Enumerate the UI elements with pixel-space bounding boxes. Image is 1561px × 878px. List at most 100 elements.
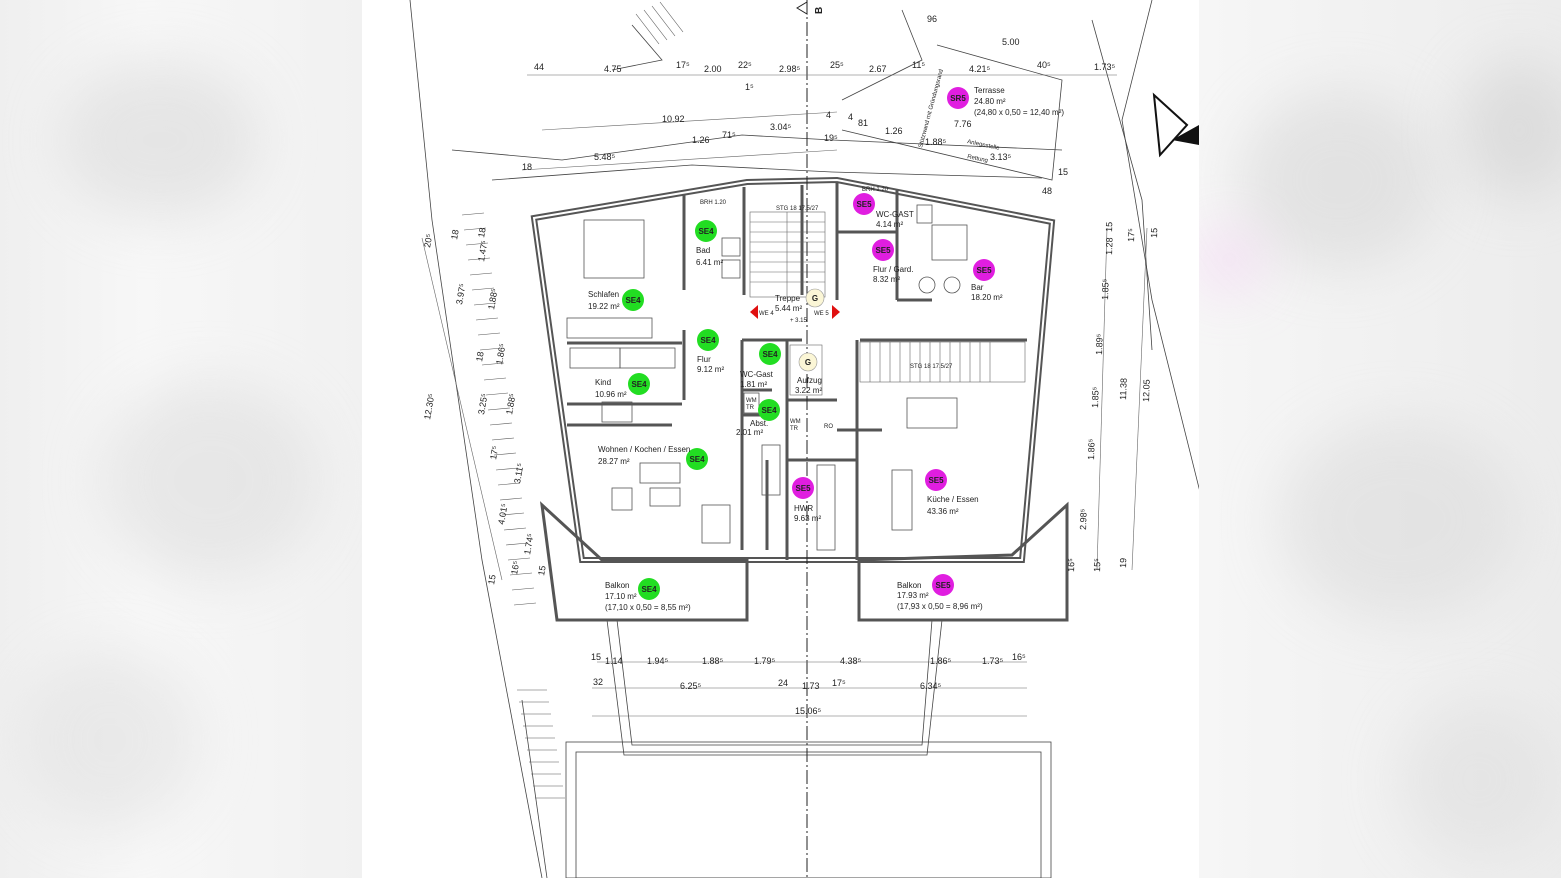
room-flur-gard[interactable]: SE5 Flur / Gard. 8.32 m² xyxy=(872,239,913,284)
room-schlafen[interactable]: SE4 Schlafen 19.22 m² xyxy=(588,289,644,311)
rooms: SE4 Schlafen 19.22 m² SE4 Bad 6.41 m² SE… xyxy=(588,86,1064,612)
room-flur-we4[interactable]: SE4 Flur 9.12 m² xyxy=(697,329,724,374)
dim-bottom: 1.94⁵ xyxy=(647,656,669,666)
dim-top: 3.04⁵ xyxy=(770,122,792,132)
room-area: 28.27 m² xyxy=(598,457,630,466)
dimensions-bottom: 15 1.14 1.94⁵ 1.88⁵ 1.79⁵ 4.38⁵ 1.86⁵ 1.… xyxy=(591,652,1026,716)
room-aufzug[interactable]: G Aufzug 3.22 m² xyxy=(795,352,822,395)
room-balkon-we5[interactable]: SE5 Balkon 17.93 m² (17,93 x 0,50 = 8,96… xyxy=(897,574,983,611)
room-tag: SE4 xyxy=(761,406,777,415)
stair-spec-top: STG 18 17.5/27 xyxy=(776,206,819,212)
room-tag: SE4 xyxy=(698,227,714,236)
room-area: 5.44 m² xyxy=(775,304,802,313)
dim-top: 17⁵ xyxy=(676,60,690,70)
dim-left: 4.01⁵ xyxy=(496,502,510,525)
room-area: 19.22 m² xyxy=(588,302,620,311)
room-name: Küche / Essen xyxy=(927,495,979,504)
dim-top: 4.75 xyxy=(604,64,622,74)
room-tag-icon xyxy=(638,578,660,600)
room-name: Wohnen / Kochen / Essen xyxy=(598,445,690,454)
room-area: 43.36 m² xyxy=(927,507,959,516)
dim-top: 1.26 xyxy=(885,126,903,136)
dimension-lines xyxy=(421,74,1148,717)
dim-top: 3.13⁵ xyxy=(990,152,1012,162)
dim-bottom: 1.14 xyxy=(605,656,623,666)
room-kind[interactable]: SE4 Kind 10.96 m² xyxy=(595,373,650,399)
dim-bottom: 6.25⁵ xyxy=(680,681,702,691)
dimensions-right: 15 1.28 17⁵ 15 1.85⁵ 1.89⁵ 11.38 12.05 1… xyxy=(1066,222,1159,572)
dim-top: 5.00 xyxy=(1002,37,1020,47)
tr-label: TR xyxy=(790,426,799,432)
dim-top: 18 xyxy=(522,162,532,172)
room-terrasse[interactable]: SR5 Terrasse 24.80 m² (24,80 x 0,50 = 12… xyxy=(947,86,1064,117)
room-treppe[interactable]: G Treppe 5.44 m² xyxy=(775,288,825,313)
dim-left: 15 xyxy=(486,574,498,586)
room-tag-icon xyxy=(759,343,781,365)
dim-top: 1⁵ xyxy=(745,82,754,92)
dim-bottom: 1.79⁵ xyxy=(754,656,776,666)
room-name: WC-GAST xyxy=(876,210,914,219)
dim-left: 18 xyxy=(476,227,488,239)
dim-bottom: 1.86⁵ xyxy=(930,656,952,666)
dim-top: 10.92 xyxy=(662,114,685,124)
common-tag-icon xyxy=(798,352,818,372)
room-name: Terrasse xyxy=(974,86,1005,95)
dim-top: 40⁵ xyxy=(1037,60,1051,70)
dim-right: 16⁵ xyxy=(1066,558,1076,572)
room-area: 6.41 m² xyxy=(696,258,723,267)
dim-bottom: 1.73 xyxy=(802,681,820,691)
dim-top: 1.73⁵ xyxy=(1094,62,1116,72)
dim-top: 4.21⁵ xyxy=(969,64,991,74)
room-abstellraum[interactable]: SE4 Abst. 2.01 m² xyxy=(736,399,780,437)
room-tag-icon xyxy=(628,373,650,395)
rettung-label: Rettung xyxy=(967,154,989,164)
room-area: 2.01 m² xyxy=(736,428,763,437)
room-kueche-essen[interactable]: SE5 Küche / Essen 43.36 m² xyxy=(925,469,979,516)
dim-bottom: 32 xyxy=(593,677,603,687)
room-tag: G xyxy=(805,358,811,367)
room-hwr[interactable]: SE5 HWR 9.63 m² xyxy=(792,477,821,523)
room-name: Flur / Gard. xyxy=(873,265,913,274)
room-wohnen-kochen-essen[interactable]: SE4 Wohnen / Kochen / Essen 28.27 m² xyxy=(598,445,708,470)
room-tag: SE4 xyxy=(689,455,705,464)
room-tag-icon xyxy=(792,477,814,499)
dim-top: 2.00 xyxy=(704,64,722,74)
dim-left: 1.74⁵ xyxy=(522,532,536,555)
room-tag-icon xyxy=(695,220,717,242)
dim-right: 1.89⁵ xyxy=(1094,333,1105,355)
dim-top: 4 xyxy=(826,110,831,120)
room-balkon-we4[interactable]: SE4 Balkon 17.10 m² (17,10 x 0,50 = 8,55… xyxy=(605,578,691,612)
brh-label: BRH 1.20 xyxy=(862,187,889,193)
room-bar[interactable]: SE5 Bar 18.20 m² xyxy=(971,259,1003,302)
dim-bottom: 16⁵ xyxy=(1012,652,1026,662)
section-line: B xyxy=(796,0,825,878)
room-note: (24,80 x 0,50 = 12,40 m²) xyxy=(974,108,1064,117)
room-tag-icon xyxy=(622,289,644,311)
furniture xyxy=(566,204,968,551)
room-wc-gast-we5[interactable]: SE5 WC-GAST 4.14 m² xyxy=(853,193,914,229)
blurred-backdrop-right xyxy=(1199,0,1561,878)
room-name: Bad xyxy=(696,246,710,255)
room-tag: G xyxy=(812,294,818,303)
interior-walls xyxy=(567,182,1027,560)
room-tag: SE4 xyxy=(625,296,641,305)
dim-top: 25⁵ xyxy=(830,60,844,70)
dim-right: 1.85⁵ xyxy=(1090,386,1101,408)
room-tag: SE5 xyxy=(875,246,891,255)
room-area: 17.93 m² xyxy=(897,591,929,600)
room-note: (17,93 x 0,50 = 8,96 m²) xyxy=(897,602,983,611)
room-bad[interactable]: SE4 Bad 6.41 m² xyxy=(695,220,723,267)
dim-left: 3.11⁵ xyxy=(512,462,525,484)
room-area: 24.80 m² xyxy=(974,97,1006,106)
room-name: Aufzug xyxy=(797,376,822,385)
room-tag: SE5 xyxy=(795,484,811,493)
dim-top: 5.48⁵ xyxy=(594,152,616,162)
blurred-backdrop-left xyxy=(0,0,362,878)
anlegestelle-label: Anlegestelle xyxy=(967,139,1001,152)
room-wc-gast-we4[interactable]: SE4 WC-Gast 1.81 m² xyxy=(740,343,781,389)
ro-label: RO xyxy=(824,424,833,430)
dim-right: 19 xyxy=(1118,558,1128,568)
dim-top: 96 xyxy=(927,14,937,24)
dim-top: 1.88⁵ xyxy=(925,137,947,147)
room-name: Schlafen xyxy=(588,290,619,299)
